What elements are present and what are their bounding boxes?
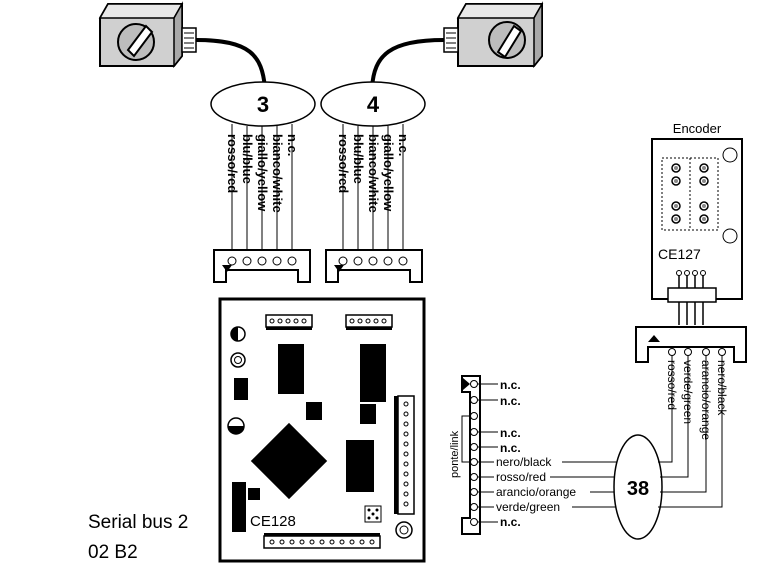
pin-label: n.c.	[500, 426, 521, 440]
motor-right-connector	[325, 249, 423, 283]
encoder-board-label: CE127	[658, 246, 701, 262]
encoder-connector	[635, 326, 747, 363]
cable-4-wire-labels: rosso/red blu/blue bianco/white giallo/y…	[336, 134, 411, 213]
motor-left-cable	[195, 38, 267, 89]
pin-label: n.c.	[500, 515, 521, 529]
cable-38-ellipse	[613, 434, 663, 540]
cable-4-number: 4	[367, 92, 380, 117]
link-label: ponte/link	[449, 430, 461, 478]
wire-label: giallo/yellow	[381, 134, 396, 212]
pin-label: rosso/red	[496, 470, 546, 484]
pin-label: arancio/orange	[496, 485, 576, 499]
encoder-wire-labels: rosso/red verde/green arancio/orange ner…	[665, 360, 729, 440]
pin-label: n.c.	[500, 378, 521, 392]
wire-label: arancio/orange	[699, 360, 713, 440]
serial-bus-code: 02 B2	[88, 542, 138, 563]
wire-label: n.c.	[285, 134, 300, 156]
cable-4-wires	[342, 124, 404, 256]
wire-label: giallo/yellow	[255, 134, 270, 212]
cable-3-wires	[231, 124, 293, 256]
wire-label: rosso/red	[336, 134, 351, 193]
ce128-board	[218, 297, 426, 563]
encoder-title: Encoder	[673, 121, 722, 136]
motor-right-cable	[370, 38, 445, 89]
pin-labels: n.c. n.c. n.c. n.c. nero/black rosso/red…	[496, 378, 576, 529]
cable-3-ellipse	[210, 81, 316, 127]
wire-label: rosso/red	[665, 360, 679, 410]
link-bracket	[461, 415, 470, 463]
cable-38-wires-right	[658, 353, 723, 508]
side-connector	[461, 375, 481, 535]
wire-label: nero/black	[715, 360, 729, 416]
motor-left-connector	[213, 249, 311, 283]
encoder-board	[651, 138, 743, 325]
wire-label: blu/blue	[240, 134, 255, 184]
wire-label: bianco/white	[270, 134, 285, 213]
cable-38-number: 38	[627, 478, 649, 500]
pin-label: verde/green	[496, 500, 560, 514]
wire-label: rosso/red	[225, 134, 240, 193]
pin-leaders	[478, 383, 498, 523]
wire-label: bianco/white	[366, 134, 381, 213]
wire-label: n.c.	[396, 134, 411, 156]
cable-38-wires-left	[550, 461, 618, 508]
wire-label: blu/blue	[351, 134, 366, 184]
pin-label: n.c.	[500, 441, 521, 455]
pin-label: nero/black	[496, 455, 552, 469]
cable-3-wire-labels: rosso/red blu/blue giallo/yellow bianco/…	[225, 134, 300, 213]
stepper-motor-left	[98, 1, 197, 69]
pin-label: n.c.	[500, 394, 521, 408]
serial-bus-label: Serial bus 2	[88, 512, 188, 533]
cable-3-number: 3	[257, 92, 269, 117]
board-label: CE128	[250, 513, 296, 530]
stepper-motor-right	[443, 1, 544, 69]
wire-label: verde/green	[681, 360, 695, 424]
